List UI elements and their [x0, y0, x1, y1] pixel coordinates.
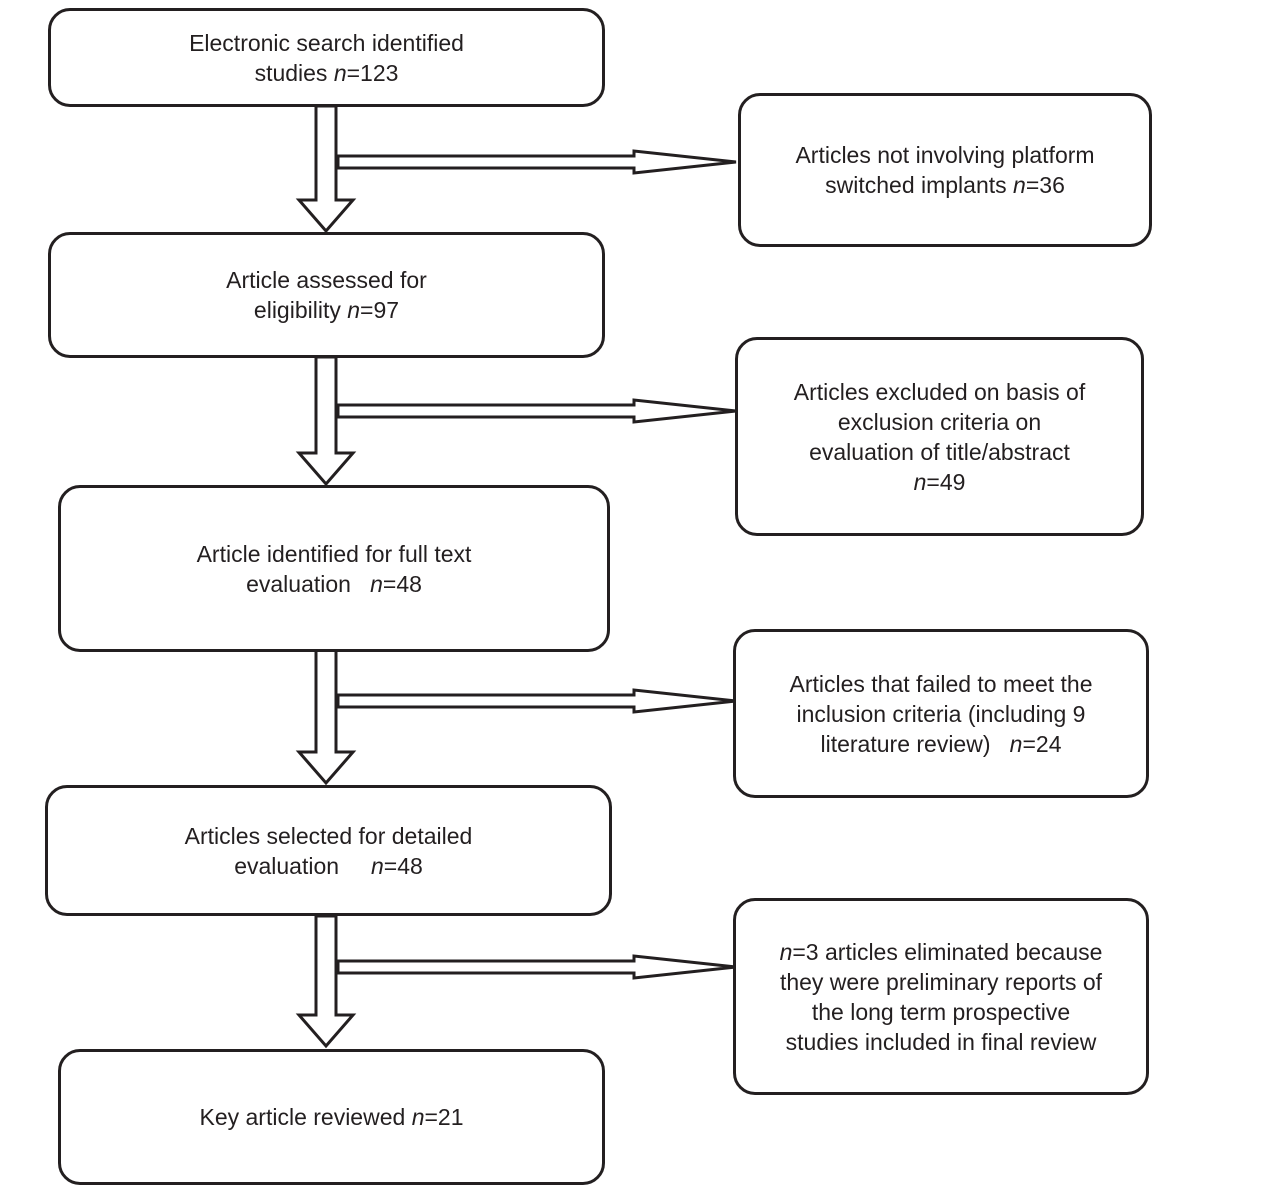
- arrow-down-icon-2: [295, 355, 357, 487]
- arrow-down-icon-4: [295, 914, 357, 1049]
- arrow-down-icon-3: [295, 648, 357, 786]
- arrow-right-icon-2: [336, 398, 737, 424]
- arrow-right-icon-4: [336, 954, 737, 980]
- arrow-right-icon-3: [336, 688, 737, 714]
- arrow-right-icon-1: [336, 149, 737, 175]
- box-key-articles-reviewed-text: Key article reviewed n=21: [199, 1104, 464, 1130]
- arrow-down-icon-1: [295, 104, 357, 234]
- box-key-articles-reviewed: Key article reviewed n=21: [58, 1049, 605, 1185]
